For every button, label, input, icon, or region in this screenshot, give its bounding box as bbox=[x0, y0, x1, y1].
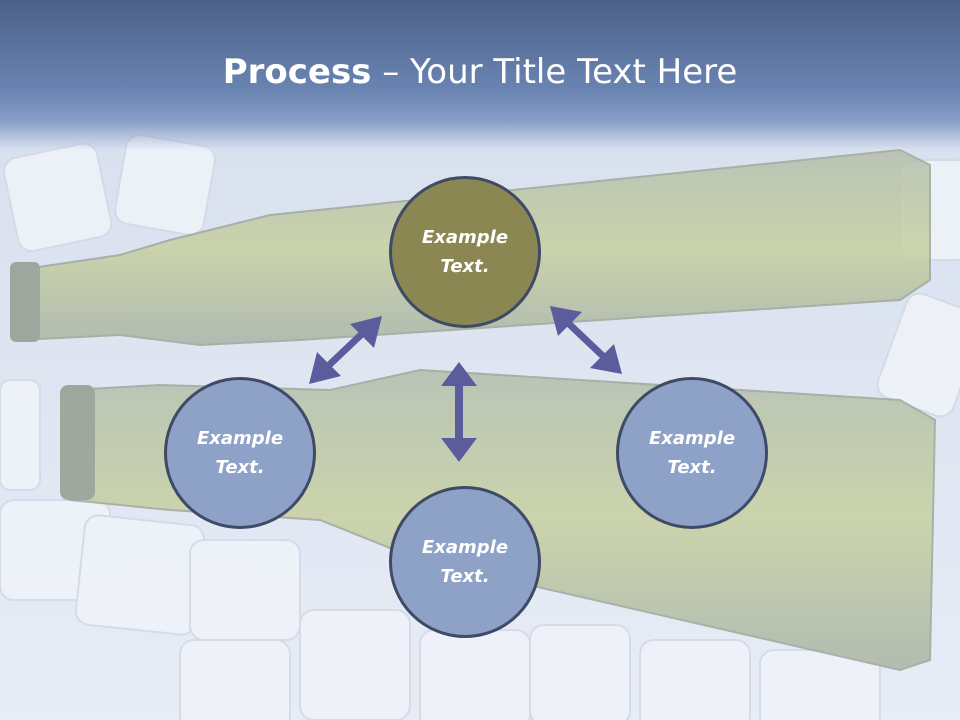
arrow-top-left bbox=[309, 316, 382, 384]
node-right-label: Example Text. bbox=[648, 428, 736, 478]
node-left: Example Text. bbox=[164, 377, 316, 529]
node-top-label: Example Text. bbox=[421, 227, 509, 277]
arrow-top-right bbox=[550, 306, 622, 374]
node-top: Example Text. bbox=[389, 176, 541, 328]
node-bottom: Example Text. bbox=[389, 486, 541, 638]
node-left-label: Example Text. bbox=[196, 428, 284, 478]
title-bar bbox=[0, 0, 960, 150]
arrow-vertical bbox=[441, 362, 477, 462]
node-right: Example Text. bbox=[616, 377, 768, 529]
title-bold: Process bbox=[222, 52, 372, 92]
node-bottom-label: Example Text. bbox=[421, 537, 509, 587]
slide-title: Process – Your Title Text Here bbox=[0, 52, 960, 92]
title-rest: – Your Title Text Here bbox=[371, 52, 738, 92]
